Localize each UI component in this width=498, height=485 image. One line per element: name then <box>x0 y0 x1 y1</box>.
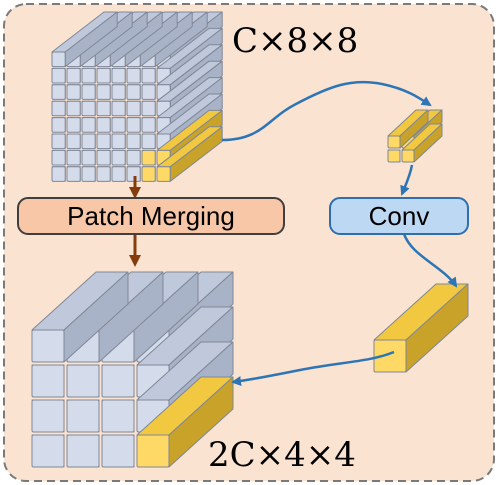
bottom-cell-r2-c1-face <box>66 399 100 433</box>
top-cell-r1-c1-face <box>66 67 81 84</box>
output-dims-label: 2C×4×4 <box>208 435 356 475</box>
arrow-patch-to-conv <box>400 164 414 196</box>
top-cell-r2-c5-face <box>126 84 141 100</box>
patch-merging-label: Patch Merging <box>67 201 235 231</box>
top-cell-r5-c1-face <box>66 133 81 150</box>
top-cell-r7-c6-face <box>141 166 156 182</box>
bottom-cell-r2-c0-face <box>31 399 65 433</box>
top-cell-r3-c3-face <box>96 100 111 117</box>
bottom-cell-r3-c1-face <box>66 434 100 468</box>
bottom-cell-r3-c3-face <box>136 434 170 468</box>
top-cell-r3-c4-face <box>111 100 126 117</box>
top-cell-r4-c3-face <box>96 117 111 133</box>
top-cell-r6-c3-face <box>96 149 111 166</box>
conv-output-bar <box>373 283 469 373</box>
top-cell-r4-c2-face <box>81 117 96 133</box>
patch-cell-r0-c0-face <box>387 135 401 149</box>
arrow-to-patch <box>221 80 432 142</box>
bottom-cell-r2-c2-face <box>101 399 135 433</box>
conv-bar-face <box>373 339 407 373</box>
top-cell-r7-c4-face <box>111 166 126 182</box>
top-cell-r1-c4-face <box>111 67 126 84</box>
input-dims-label: C×8×8 <box>232 21 358 61</box>
top-cell-r4-c5-face <box>126 117 141 133</box>
output-feature-map-4x4 <box>31 271 234 468</box>
top-cell-r4-c6-face <box>141 117 156 133</box>
top-cell-r3-c6-face <box>141 100 156 117</box>
top-cell-r7-c1-face <box>66 166 81 182</box>
top-cell-r2-c3-face <box>96 84 111 100</box>
top-cell-r3-c1-face <box>66 100 81 117</box>
bottom-cell-r1-c2-face <box>101 364 135 398</box>
top-cell-r4-c1-face <box>66 117 81 133</box>
top-cell-r4-c0-face <box>51 117 66 133</box>
conv-label: Conv <box>369 201 430 231</box>
top-cell-r3-c5-face <box>126 100 141 117</box>
top-cell-r6-c4-face <box>111 149 126 166</box>
patch-merging-box <box>17 197 285 235</box>
top-cell-r2-c0-face <box>51 84 66 100</box>
top-cell-r2-c6-face <box>141 84 156 100</box>
conv-box <box>329 197 469 235</box>
patch-2x2-cube <box>387 109 443 163</box>
top-cell-r6-c5-face <box>126 149 141 166</box>
top-cell-r1-c2-face <box>81 67 96 84</box>
top-cell-r5-c3-face <box>96 133 111 150</box>
top-cell-r1-c3-face <box>96 67 111 84</box>
input-feature-map-8x8 <box>51 11 223 182</box>
top-cell-r1-c5-face <box>126 67 141 84</box>
patch-cell-r1-c1-face <box>401 149 415 163</box>
top-cell-r6-c1-face <box>66 149 81 166</box>
top-cell-r4-c4-face <box>111 117 126 133</box>
bottom-cell-r1-c1-face <box>66 364 100 398</box>
arrow-bar-to-output <box>231 350 395 387</box>
top-cell-r5-c2-face <box>81 133 96 150</box>
top-cell-r5-c6-face <box>141 133 156 150</box>
bottom-cell-r0-c0-face <box>31 329 65 363</box>
arrow-conv-to-bar <box>402 233 458 288</box>
top-cell-r2-c2-face <box>81 84 96 100</box>
top-cell-r3-c2-face <box>81 100 96 117</box>
top-cell-r2-c4-face <box>111 84 126 100</box>
top-cell-r7-c2-face <box>81 166 96 182</box>
top-cell-r6-c6-face <box>141 149 156 166</box>
top-cell-r0-c0-face <box>51 51 66 68</box>
bottom-cell-r3-c2-face <box>101 434 135 468</box>
bottom-cell-r1-c0-face <box>31 364 65 398</box>
top-cell-r7-c3-face <box>96 166 111 182</box>
top-cell-r5-c4-face <box>111 133 126 150</box>
top-cell-r1-c6-face <box>141 67 156 84</box>
top-cell-r5-c5-face <box>126 133 141 150</box>
top-cell-r2-c1-face <box>66 84 81 100</box>
top-cell-r5-c0-face <box>51 133 66 150</box>
top-cell-r7-c7-face <box>156 166 171 182</box>
top-cell-r1-c0-face <box>51 67 66 84</box>
top-cell-r6-c2-face <box>81 149 96 166</box>
bottom-cell-r3-c0-face <box>31 434 65 468</box>
patch-cell-r1-c0-face <box>387 149 401 163</box>
top-cell-r6-c0-face <box>51 149 66 166</box>
top-cell-r3-c0-face <box>51 100 66 117</box>
top-cell-r7-c0-face <box>51 166 66 182</box>
